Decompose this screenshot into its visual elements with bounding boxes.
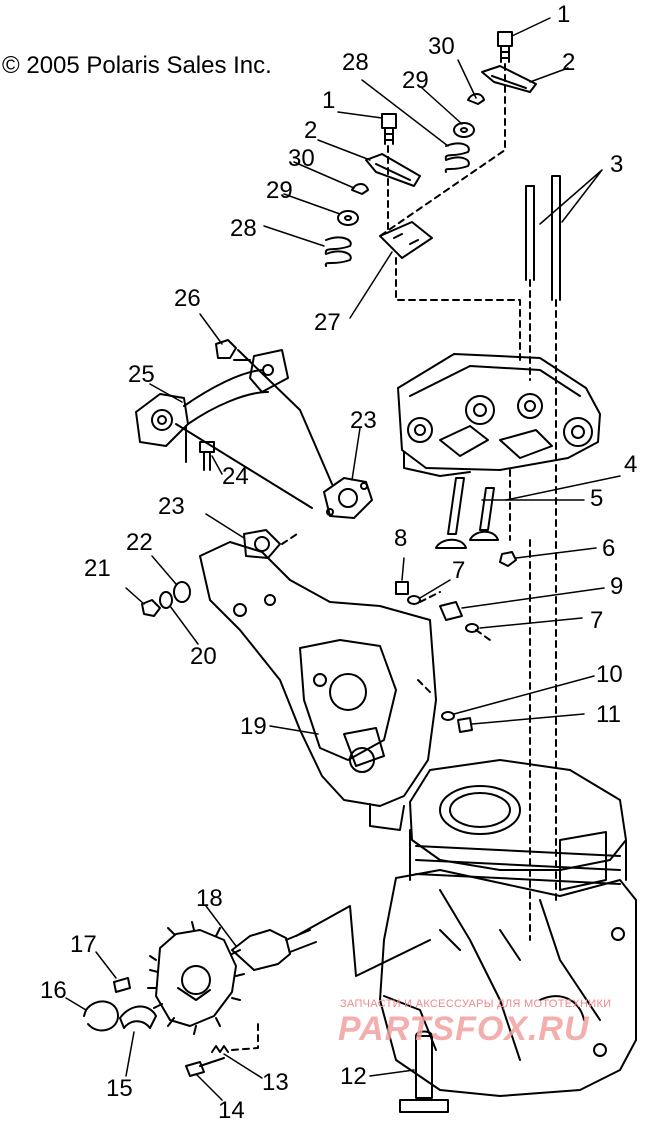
bolt-24 xyxy=(199,441,215,471)
washer-7-lower xyxy=(465,623,479,633)
gasket-23-upper xyxy=(323,477,373,519)
leader-lines xyxy=(65,17,621,1101)
callout-13: 13 xyxy=(262,1069,289,1096)
callout-18: 18 xyxy=(196,885,223,912)
camshaft-18 xyxy=(147,905,431,1035)
pivot-30-upper xyxy=(467,93,485,105)
callout-27: 27 xyxy=(314,309,341,336)
valves-4-5 xyxy=(435,469,511,549)
spring-28-lower xyxy=(324,236,352,267)
spring-13 xyxy=(211,1045,229,1053)
callout-29-mid: 29 xyxy=(266,177,293,204)
callout-1-mid: 1 xyxy=(322,87,335,114)
callout-12: 12 xyxy=(340,1063,367,1090)
callout-20: 20 xyxy=(190,643,217,670)
callout-4: 4 xyxy=(624,451,637,478)
push-rods-3 xyxy=(525,175,561,901)
washer-7-upper xyxy=(407,595,421,605)
pin-14 xyxy=(185,1057,225,1077)
watermark-tagline: ЗАПЧАСТИ И АКСЕССУАРЫ ДЛЯ МОТОТЕХНИКИ xyxy=(340,998,612,1010)
callout-9: 9 xyxy=(610,573,623,600)
callout-23-a: 23 xyxy=(158,493,185,520)
bolt-1-upper xyxy=(497,31,513,63)
callout-17: 17 xyxy=(70,931,97,958)
crankcase xyxy=(379,759,637,1097)
weight-15 xyxy=(119,1005,157,1029)
tappet-12 xyxy=(399,1030,449,1113)
washer-10 xyxy=(441,711,455,721)
callout-15: 15 xyxy=(106,1075,133,1102)
watermark-logo: PARTSFOX.RU xyxy=(338,1010,590,1048)
rocker-arm-2-upper xyxy=(481,65,537,93)
pivot-30-lower xyxy=(351,183,369,195)
callout-2-top: 2 xyxy=(562,49,575,76)
callout-6: 6 xyxy=(602,535,615,562)
plate-27 xyxy=(379,221,433,259)
washer-22 xyxy=(173,581,191,603)
callout-28-mid: 28 xyxy=(230,215,257,242)
nut-11 xyxy=(457,717,473,733)
callout-26: 26 xyxy=(174,285,201,312)
callout-1-top: 1 xyxy=(557,1,570,28)
washer-29-upper xyxy=(453,122,475,138)
callout-30-top: 30 xyxy=(428,33,455,60)
muffler-19 xyxy=(199,541,437,831)
washer-20 xyxy=(159,591,173,609)
copyright-notice: © 2005 Polaris Sales Inc. xyxy=(2,52,272,79)
callout-11: 11 xyxy=(596,701,621,728)
ring-16 xyxy=(83,1000,119,1032)
callout-2-mid: 2 xyxy=(304,117,317,144)
callout-5: 5 xyxy=(590,485,603,512)
rocker-upper-group xyxy=(379,31,537,237)
spring-28-upper xyxy=(444,142,470,173)
cylinder-head xyxy=(397,353,601,477)
callout-23-b: 23 xyxy=(350,407,377,434)
callout-16: 16 xyxy=(40,977,67,1004)
fitting-8 xyxy=(395,581,409,595)
fitting-9 xyxy=(439,601,463,621)
nut-21 xyxy=(141,599,161,617)
callout-3: 3 xyxy=(610,151,623,178)
bolt-1-lower xyxy=(381,113,397,145)
pin-17 xyxy=(113,977,131,993)
callout-19: 19 xyxy=(240,713,267,740)
callout-25: 25 xyxy=(128,361,155,388)
callout-8: 8 xyxy=(394,525,407,552)
nut-26 xyxy=(215,339,237,359)
nut-6 xyxy=(499,551,517,567)
callout-10: 10 xyxy=(596,661,623,688)
callout-28-top: 28 xyxy=(342,49,369,76)
washer-29-lower xyxy=(337,210,359,226)
callout-29-top: 29 xyxy=(402,67,429,94)
rocker-arm-2-lower xyxy=(365,153,421,187)
rocker-lower-group xyxy=(324,113,421,267)
callout-labels: 1 2 3 4 5 6 7 8 9 7 10 11 12 13 14 15 16… xyxy=(40,1,637,1122)
callout-24: 24 xyxy=(222,463,249,490)
callout-14: 14 xyxy=(218,1097,245,1122)
callout-22: 22 xyxy=(126,529,153,556)
callout-7-a: 7 xyxy=(452,557,465,584)
gasket-23-lower xyxy=(243,529,281,559)
callout-7-b: 7 xyxy=(590,607,603,634)
callout-30-mid: 30 xyxy=(288,145,315,172)
callout-21: 21 xyxy=(84,555,111,582)
